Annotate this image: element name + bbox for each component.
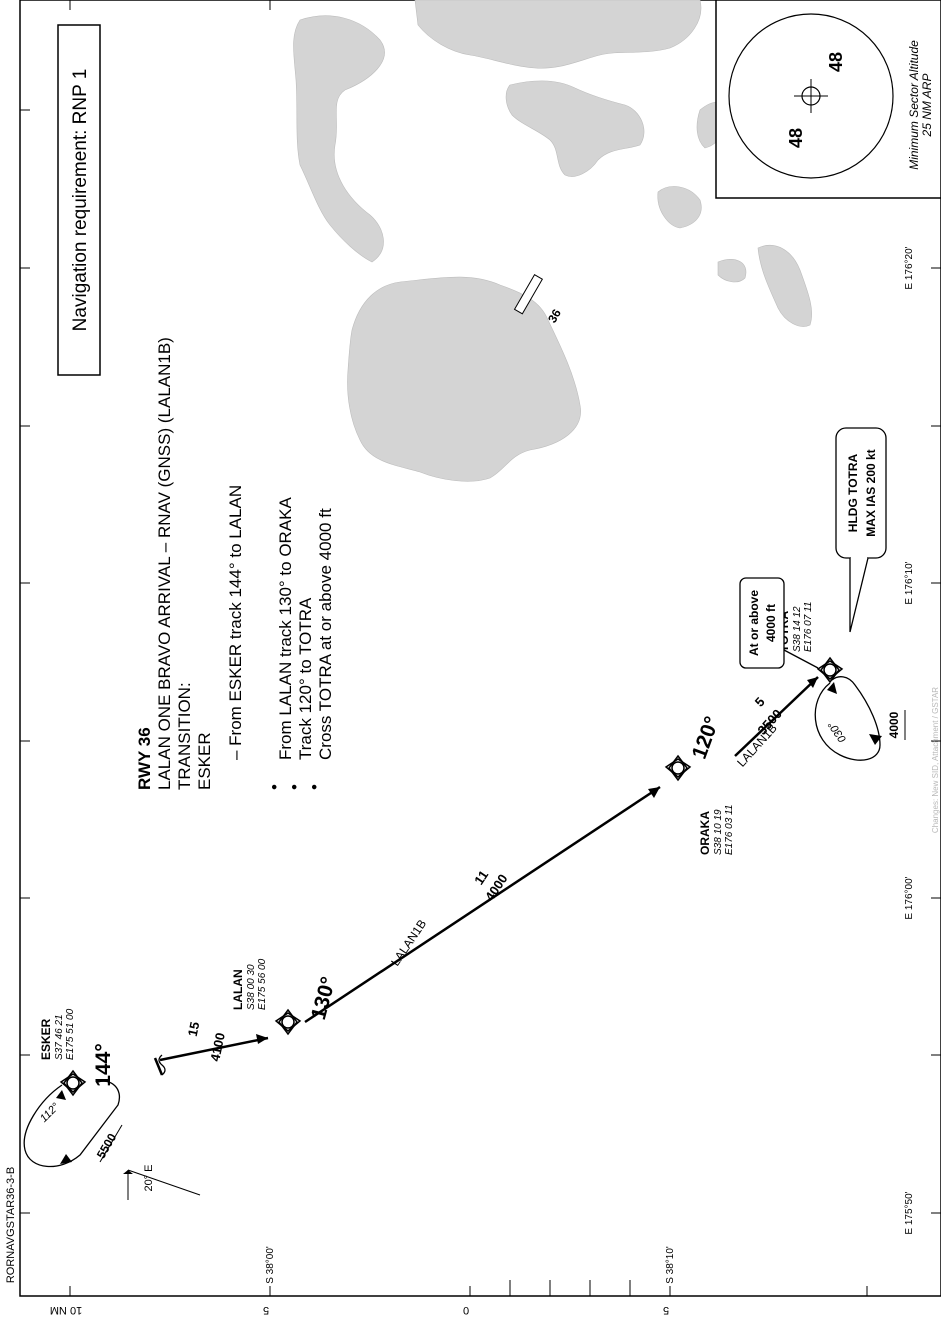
- callout-totra-altitude-line1: At or above: [747, 590, 761, 656]
- land-masses: [293, 0, 812, 482]
- footer-note: Changes: New SID, Attachment / GSTAR: [931, 687, 940, 833]
- land-upper-2: [414, 0, 702, 69]
- procedure-bullet-3: Cross TOTRA at or above 4000 ft: [316, 508, 335, 760]
- procedure-bullet-2-symbol: •: [285, 784, 304, 790]
- scale-5-left: 5: [263, 1304, 269, 1316]
- leg-3-distance: 5: [752, 694, 768, 709]
- land-right-3: [717, 258, 747, 283]
- waypoint-esker-lon: E175 51 00: [65, 1008, 76, 1060]
- longitude-176-20: E 176°20': [904, 246, 915, 289]
- procedure-bullet-3-symbol: •: [305, 784, 324, 790]
- latitude-38-10: S 38°10': [665, 1246, 676, 1284]
- track-labels: 144° 130° 120°: [92, 713, 724, 1086]
- holding-totra-arrow: [869, 734, 882, 745]
- procedure-bullet-1: From LALAN track 130° to ORAKA: [276, 497, 295, 760]
- holding-esker-arrow-2: [56, 1090, 66, 1100]
- callout-totra-altitude: At or above 4000 ft: [739, 577, 819, 669]
- leg-esker-lalan: [159, 1036, 269, 1062]
- holding-totra: [814, 676, 881, 761]
- procedure-name: LALAN ONE BRAVO ARRIVAL – RNAV (GNSS) (L…: [155, 337, 174, 790]
- waypoint-esker-lat: S37 46 21: [54, 1014, 65, 1060]
- land-upper-1: [293, 15, 385, 263]
- callout-totra-altitude-line2: 4000 ft: [764, 604, 778, 642]
- waypoint-lalan-name: LALAN: [231, 969, 245, 1010]
- msa-value-1: 48: [826, 52, 846, 72]
- track-120: 120°: [688, 713, 724, 762]
- chart-frame: [19, 0, 941, 1297]
- longitude-176-00: E 176°00': [904, 876, 915, 919]
- leg-lalan-oraka: [304, 785, 661, 1024]
- msa-box: 48 48 Minimum Sector Altitude 25 NM ARP: [715, 0, 941, 199]
- holding-esker: [23, 1080, 121, 1168]
- waypoint-totra-lat: S38 14 12: [792, 606, 803, 652]
- holding-esker-arrow: [60, 1154, 72, 1164]
- msa-value-2: 48: [786, 128, 806, 148]
- leg-oraka-totra: [734, 676, 819, 757]
- waypoint-symbol-esker: [59, 1069, 87, 1097]
- scale-0: 0: [463, 1304, 469, 1316]
- scale-labels: 10 NM 5 0 5: [50, 1304, 669, 1316]
- waypoint-oraka-name: ORAKA: [698, 811, 712, 855]
- land-right-4: [757, 244, 812, 327]
- longitude-176-10: E 176°10': [904, 561, 915, 604]
- track-144: 144°: [92, 1043, 115, 1086]
- msa-subtitle: 25 NM ARP: [920, 74, 934, 138]
- waypoint-esker-name: ESKER: [39, 1018, 53, 1060]
- procedure-transition-text: – From ESKER track 144° to LALAN: [226, 485, 245, 760]
- leg-break-symbol: [158, 1054, 166, 1076]
- waypoint-totra-lon: E176 07 11: [803, 602, 814, 652]
- runway-label: 36: [545, 306, 564, 325]
- chart-id: RORNAVGSTAR36-3-B: [5, 1167, 17, 1283]
- runway: 36: [513, 273, 564, 325]
- leg-esker-lalan-a: [153, 1057, 164, 1076]
- waypoint-lalan-lon: E175 56 00: [257, 958, 268, 1010]
- procedure-bullet-1-symbol: •: [265, 784, 284, 790]
- land-right-2: [657, 186, 702, 229]
- route-lines: [153, 676, 819, 1076]
- nav-requirement-box: Navigation requirement: RNP 1: [57, 24, 101, 376]
- waypoint-symbol-totra: [816, 656, 844, 684]
- longitude-175-50: E 175°50': [904, 1191, 915, 1234]
- magnetic-variation: 20° E: [123, 1164, 201, 1200]
- procedure-block: RWY 36 LALAN ONE BRAVO ARRIVAL – RNAV (G…: [135, 337, 335, 790]
- procedure-transition-label: TRANSITION:: [175, 682, 194, 790]
- leg-1-distance: 15: [185, 1020, 203, 1037]
- leg-1-altitude: 4100: [207, 1031, 228, 1062]
- route-arrowheads: [256, 677, 818, 1044]
- lake-taupo: [347, 276, 581, 482]
- procedure-transition-name: ESKER: [195, 732, 214, 790]
- waypoint-lalan-lat: S38 00 30: [246, 964, 257, 1010]
- scale-5-right: 5: [663, 1304, 669, 1316]
- holding-totra-inbound: 030°: [826, 718, 849, 744]
- longitude-labels: E 175°50' E 176°00' E 176°10' E 176°20': [904, 246, 915, 1234]
- nav-requirement-text: Navigation requirement: RNP 1: [70, 69, 91, 332]
- land-upper-3: [505, 80, 645, 177]
- callout-hold-speed-line1: HLDG TOTRA: [846, 453, 860, 532]
- holding-totra-arrow-2: [827, 682, 837, 694]
- holding-totra-altitude: 4000: [887, 711, 901, 738]
- procedure-bullet-2: Track 120° to TOTRA: [296, 597, 315, 760]
- latitude-labels: S 38°00' S 38°10': [265, 1246, 676, 1284]
- waypoint-symbol-lalan: [274, 1008, 302, 1036]
- waypoint-symbol-oraka: [664, 754, 692, 782]
- latitude-38-00: S 38°00': [265, 1246, 276, 1284]
- callout-hold-speed: HLDG TOTRA MAX IAS 200 kt: [835, 427, 887, 633]
- msa-title: Minimum Sector Altitude: [907, 40, 921, 170]
- scale-10nm: 10 NM: [50, 1304, 82, 1316]
- frame-ticks: [20, 0, 941, 1296]
- track-130: 130°: [307, 974, 340, 1022]
- waypoint-oraka-lon: E176 03 11: [724, 805, 735, 855]
- procedure-rwy: RWY 36: [135, 727, 154, 790]
- msa-circle: [728, 13, 894, 179]
- scale-bar: [509, 1280, 631, 1296]
- variation-label: 20° E: [143, 1164, 155, 1191]
- callout-hold-speed-line2: MAX IAS 200 kt: [864, 449, 878, 536]
- waypoint-oraka-lat: S38 10 19: [713, 809, 724, 855]
